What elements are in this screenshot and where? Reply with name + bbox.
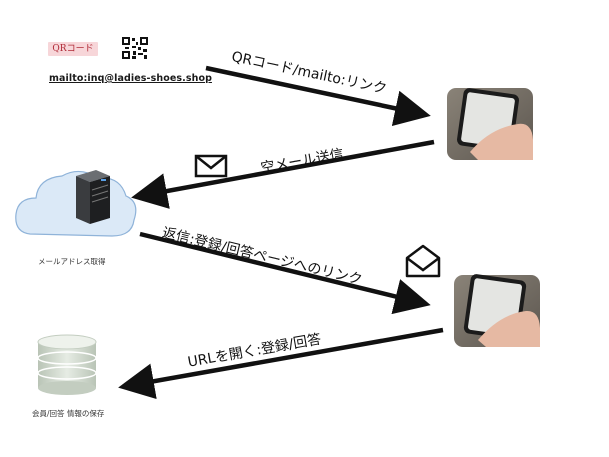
database-caption: 会員/回答 情報の保存: [32, 409, 105, 418]
phone-photo: [454, 274, 540, 347]
arrow-phone-to-database: [118, 327, 444, 400]
phone-photo: [447, 88, 533, 160]
server-caption: メールアドレス取得: [38, 257, 106, 266]
envelope-open-icon: [405, 244, 441, 278]
arrow-phone-to-server: [131, 139, 435, 209]
database-icon: [37, 334, 97, 395]
qr-code-icon: [122, 37, 148, 59]
mailto-link[interactable]: mailto:inq@ladies-shoes.shop: [49, 73, 212, 84]
arrow-server-to-phone: [139, 231, 431, 315]
arrow-qr-to-phone: [205, 65, 431, 126]
envelope-closed-icon: [194, 154, 228, 178]
qr-code-label: QRコード: [48, 42, 98, 56]
cloud-server-icon: [15, 170, 137, 237]
